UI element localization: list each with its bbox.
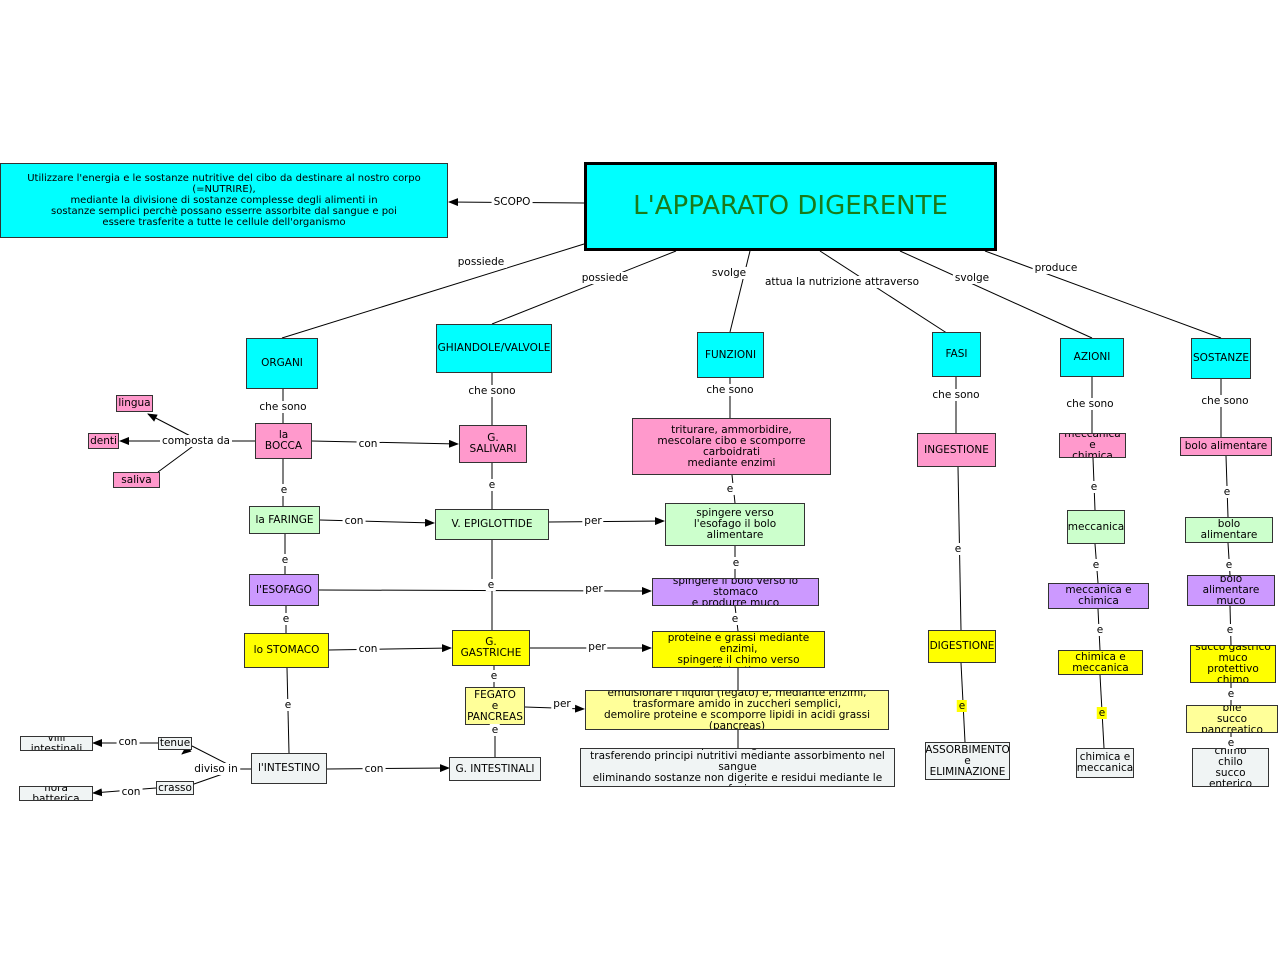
organi-node: ORGANI: [246, 338, 318, 389]
denti-node: denti: [88, 433, 119, 449]
link-label-per: per: [582, 515, 604, 527]
stomaco-node: lo STOMACO: [244, 633, 329, 668]
link-label-per: per: [583, 583, 605, 595]
sostanza-bocca: bolo alimentare: [1180, 437, 1272, 456]
link-label-con: con: [116, 736, 140, 748]
fegato-pancreas-node: FEGATO e PANCREAS: [465, 687, 525, 725]
gastriche-node: G. GASTRICHE: [452, 630, 530, 666]
epiglottide-node: V. EPIGLOTTIDE: [435, 509, 549, 540]
link-label-per: per: [586, 641, 608, 653]
faringe-node: la FARINGE: [249, 506, 320, 534]
ghiandole-node: GHIANDOLE/VALVOLE: [436, 324, 552, 373]
sostanza-faringe: bolo alimentare: [1185, 517, 1273, 543]
link-label-e: e: [489, 724, 501, 736]
link-label-scopo: SCOPO: [491, 196, 533, 208]
link-label-e: e: [1221, 486, 1233, 498]
link-label-e: e: [1096, 707, 1108, 719]
funzione-bocca: triturare, ammorbidire, mescolare cibo e…: [632, 418, 831, 475]
link-label-con: con: [119, 786, 143, 798]
link-label-produce: produce: [1032, 262, 1080, 274]
link-label-e: e: [279, 554, 291, 566]
link-label-e: e: [1094, 624, 1106, 636]
sostanze-node: SOSTANZE: [1191, 338, 1251, 379]
azioni-node: AZIONI: [1060, 338, 1124, 377]
funzione-esofago: spingere il bolo verso lo stomaco e prod…: [652, 578, 819, 606]
link-label-composta-da: composta da: [160, 435, 232, 447]
link-label-con: con: [342, 515, 366, 527]
azione-esofago: meccanica e chimica: [1048, 583, 1149, 609]
link-label-che-sono: che sono: [1199, 395, 1251, 407]
link-label-e: e: [724, 483, 736, 495]
azione-stomaco: chimica e meccanica: [1058, 650, 1143, 675]
digestione-node: DIGESTIONE: [928, 630, 996, 663]
villi-node: villi intestinali: [20, 736, 93, 751]
azione-bocca: meccanica e chimica: [1059, 433, 1126, 458]
link-label-che-sono: che sono: [704, 384, 756, 396]
link-label-che-sono: che sono: [466, 385, 518, 397]
link-label-diviso-in: diviso in: [192, 763, 240, 775]
link-label-attua: attua la nutrizione attraverso: [762, 276, 922, 288]
link-label-possiede: possiede: [455, 256, 507, 268]
link-label-e: e: [952, 543, 964, 555]
link-label-possiede: possiede: [579, 272, 631, 284]
link-label-e: e: [1225, 737, 1237, 749]
link-label-e: e: [1225, 688, 1237, 700]
intestino-node: l'INTESTINO: [251, 753, 327, 784]
funzione-faringe: spingere verso l'esofago il bolo aliment…: [665, 503, 805, 546]
link-label-con: con: [356, 438, 380, 450]
salivari-node: G. SALIVARI: [459, 425, 527, 463]
intestinali-node: G. INTESTINALI: [449, 757, 541, 781]
link-label-che-sono: che sono: [257, 401, 309, 413]
link-label-e: e: [485, 579, 497, 591]
crasso-node: crasso: [156, 781, 194, 795]
assorbimento-node: ASSORBIMENTO e ELIMINAZIONE: [925, 742, 1010, 780]
azione-intestino: chimica e meccanica: [1076, 748, 1134, 778]
scope-box: Utilizzare l'energia e le sostanze nutri…: [0, 163, 448, 238]
link-label-e: e: [1224, 624, 1236, 636]
link-label-per: per: [551, 698, 573, 710]
page-title: L'APPARATO DIGERENTE: [584, 162, 997, 251]
flora-node: flora batterica: [19, 786, 93, 801]
lingua-node: lingua: [116, 395, 153, 412]
sostanza-stomaco: succo gastrico muco protettivo chimo: [1190, 645, 1276, 683]
link-label-che-sono: che sono: [1064, 398, 1116, 410]
link-label-che-sono: che sono: [930, 389, 982, 401]
link-label-e: e: [1090, 559, 1102, 571]
funzione-fegato-pancreas: emulsionare i liquidi (fegato) e, median…: [585, 690, 889, 730]
link-label-svolge: svolge: [952, 272, 992, 284]
link-label-e: e: [488, 670, 500, 682]
funzione-intestino: completare digestione trasferendo princi…: [580, 748, 895, 787]
link-label-e: e: [278, 484, 290, 496]
funzione-stomaco: scomporre proteine e grassi mediante enz…: [652, 631, 825, 668]
link-label-e: e: [280, 613, 292, 625]
link-label-con: con: [356, 643, 380, 655]
fasi-node: FASI: [932, 332, 981, 377]
link-label-e: e: [729, 613, 741, 625]
link-label-con: con: [362, 763, 386, 775]
link-label-svolge: svolge: [709, 267, 749, 279]
azione-faringe: meccanica: [1067, 510, 1125, 544]
sostanza-intestino: chimo chilo succo enterico: [1192, 748, 1269, 787]
ingestione-node: INGESTIONE: [917, 433, 996, 467]
bocca-node: la BOCCA: [255, 423, 312, 459]
link-label-e: e: [956, 700, 968, 712]
link-label-e: e: [282, 699, 294, 711]
link-label-e: e: [1223, 559, 1235, 571]
sostanza-fegato-pancreas: bile succo pancreatico: [1186, 705, 1278, 733]
saliva-node: saliva: [113, 472, 160, 488]
sostanza-esofago: bolo alimentare muco: [1187, 575, 1275, 606]
link-label-e: e: [730, 557, 742, 569]
esofago-node: l'ESOFAGO: [249, 574, 319, 606]
tenue-node: tenue: [158, 737, 192, 750]
funzioni-node: FUNZIONI: [697, 332, 764, 378]
link-label-e: e: [486, 479, 498, 491]
link-label-e: e: [1088, 481, 1100, 493]
